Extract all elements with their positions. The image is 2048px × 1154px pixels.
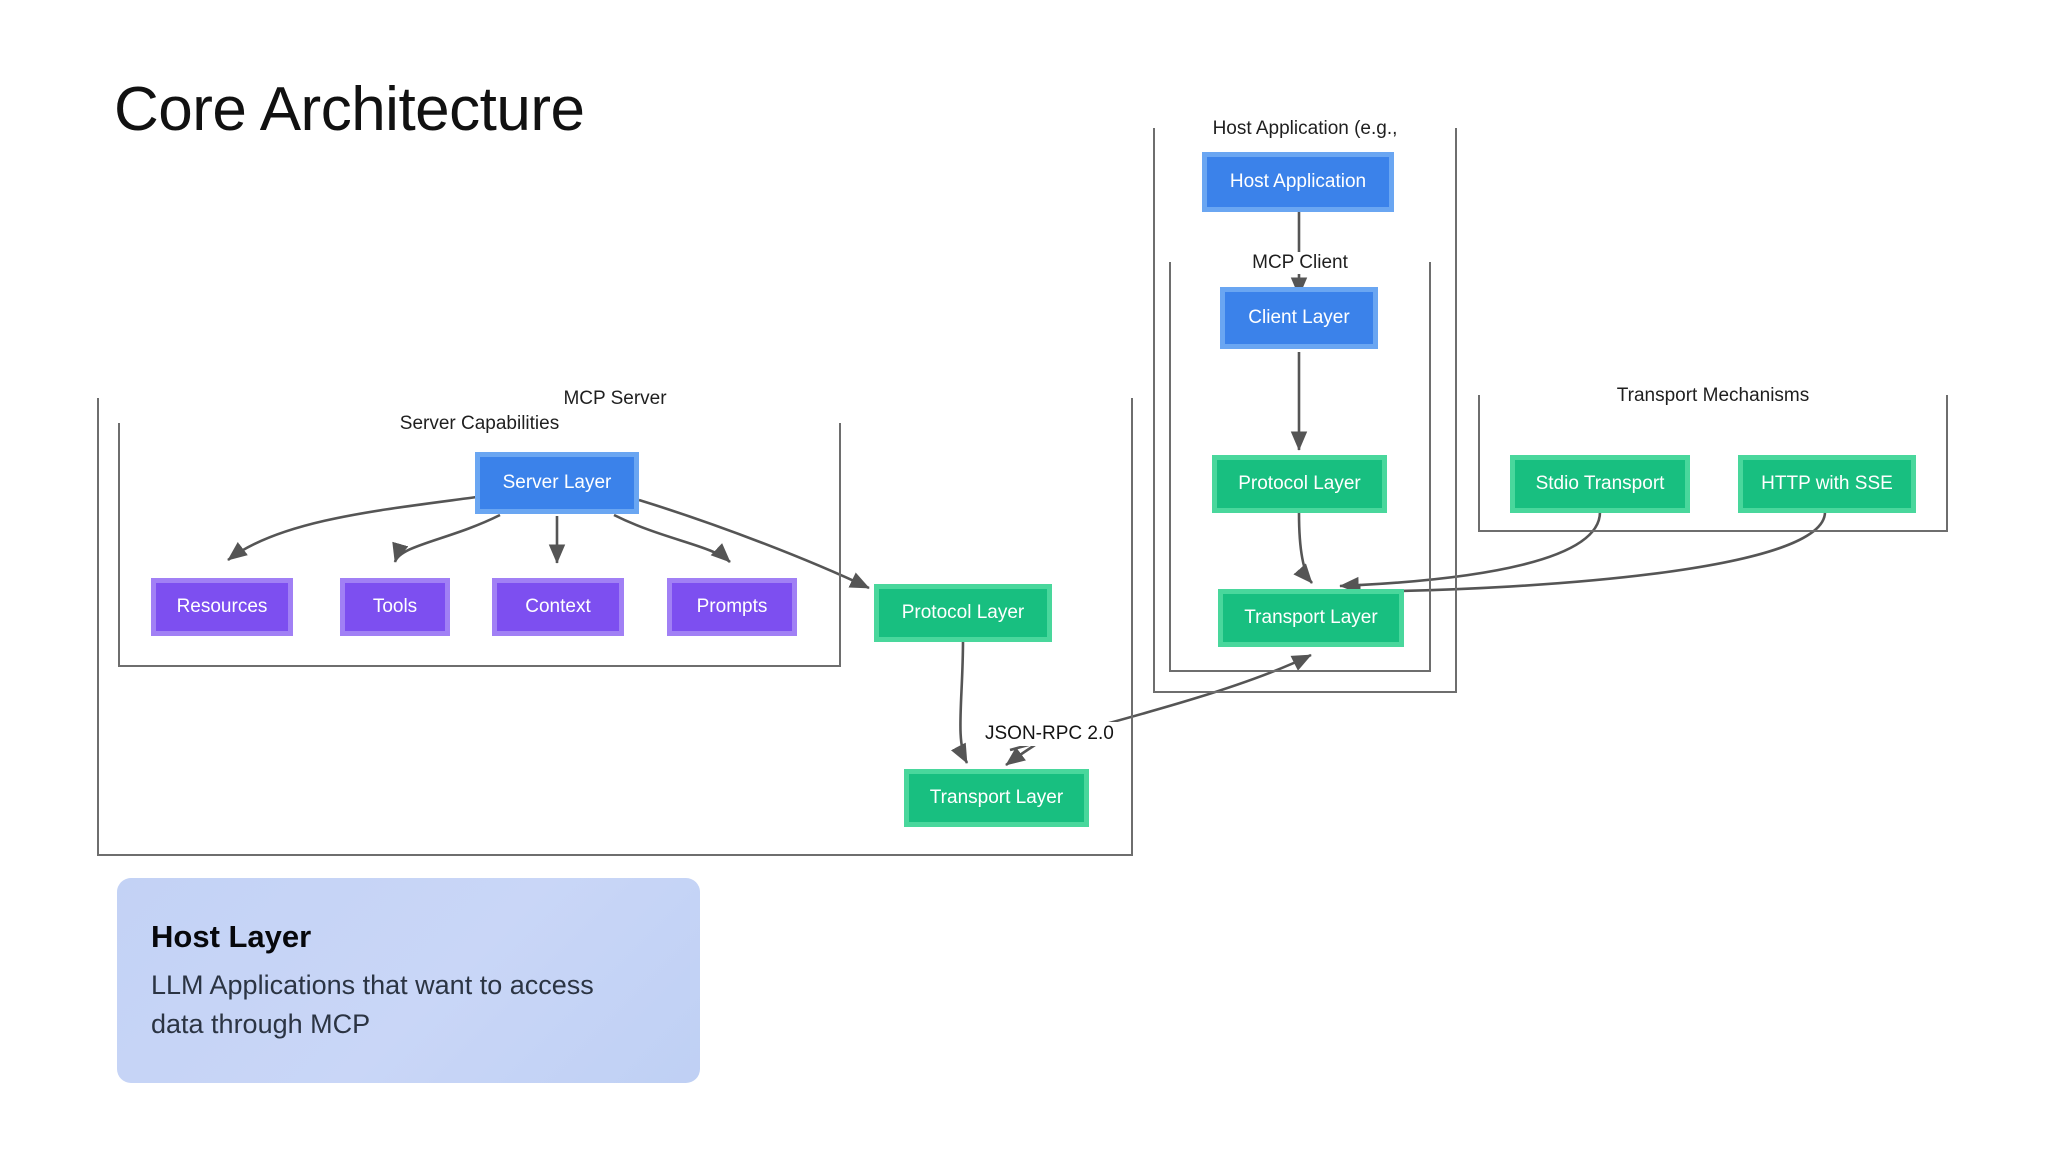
node-tools[interactable]: Tools: [340, 578, 450, 636]
node-server-protocol-layer[interactable]: Protocol Layer: [874, 584, 1052, 642]
group-mcp-server: MCP Server: [97, 388, 1133, 856]
group-label-server-capabilities: Server Capabilities: [120, 413, 839, 435]
group-label-mcp-server: MCP Server: [99, 388, 1131, 410]
node-client-layer[interactable]: Client Layer: [1220, 287, 1378, 349]
node-context[interactable]: Context: [492, 578, 624, 636]
host-layer-callout-card: Host Layer LLM Applications that want to…: [117, 878, 700, 1083]
page-title: Core Architecture: [114, 75, 585, 144]
edge-label-json-rpc: JSON-RPC 2.0: [981, 722, 1118, 746]
group-mcp-client: MCP Client: [1169, 252, 1431, 672]
group-label-mcp-client: MCP Client: [1171, 252, 1429, 274]
group-label-host-application: Host Application (e.g.,: [1155, 118, 1455, 140]
node-resources[interactable]: Resources: [151, 578, 293, 636]
node-prompts[interactable]: Prompts: [667, 578, 797, 636]
node-stdio-transport[interactable]: Stdio Transport: [1510, 455, 1690, 513]
group-server-capabilities: Server Capabilities: [118, 413, 841, 667]
node-server-layer[interactable]: Server Layer: [475, 452, 639, 514]
group-host-application: Host Application (e.g.,: [1153, 118, 1457, 693]
callout-title: Host Layer: [151, 919, 312, 954]
group-label-transport-mechanisms: Transport Mechanisms: [1480, 385, 1946, 407]
callout-body-line-2: data through MCP: [151, 1009, 371, 1040]
node-client-transport-layer[interactable]: Transport Layer: [1218, 589, 1404, 647]
callout-body-line-1: LLM Applications that want to access: [151, 970, 594, 1001]
node-client-protocol-layer[interactable]: Protocol Layer: [1212, 455, 1387, 513]
group-transport-mechanisms: Transport Mechanisms: [1478, 385, 1948, 532]
node-http-with-sse[interactable]: HTTP with SSE: [1738, 455, 1916, 513]
node-server-transport-layer[interactable]: Transport Layer: [904, 769, 1089, 827]
node-host-application[interactable]: Host Application: [1202, 152, 1394, 212]
